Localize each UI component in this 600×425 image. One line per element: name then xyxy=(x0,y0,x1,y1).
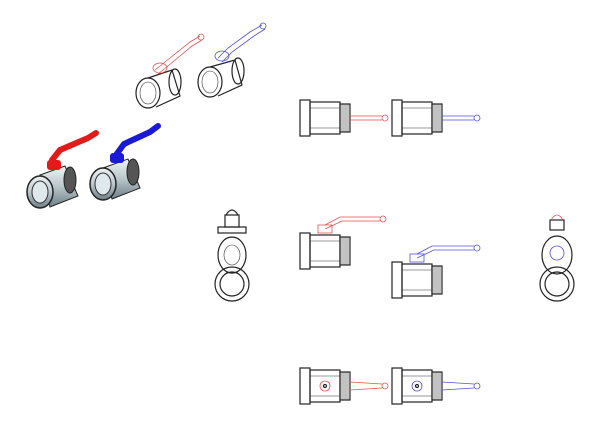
iso-shaded-red-valve xyxy=(26,130,99,209)
end-view-left xyxy=(214,209,250,302)
bottom-view-red-valve xyxy=(299,367,389,405)
end-view-right xyxy=(539,214,575,302)
side-view-red-valve xyxy=(299,215,387,270)
top-view-blue-valve xyxy=(391,99,481,137)
iso-wireframe-red-valve xyxy=(135,33,205,109)
top-view-red-valve xyxy=(299,99,389,137)
bottom-view-blue-valve xyxy=(391,367,481,405)
iso-shaded-blue-valve xyxy=(89,123,161,201)
iso-wireframe-blue-valve xyxy=(197,22,267,98)
side-view-blue-valve xyxy=(391,244,481,299)
